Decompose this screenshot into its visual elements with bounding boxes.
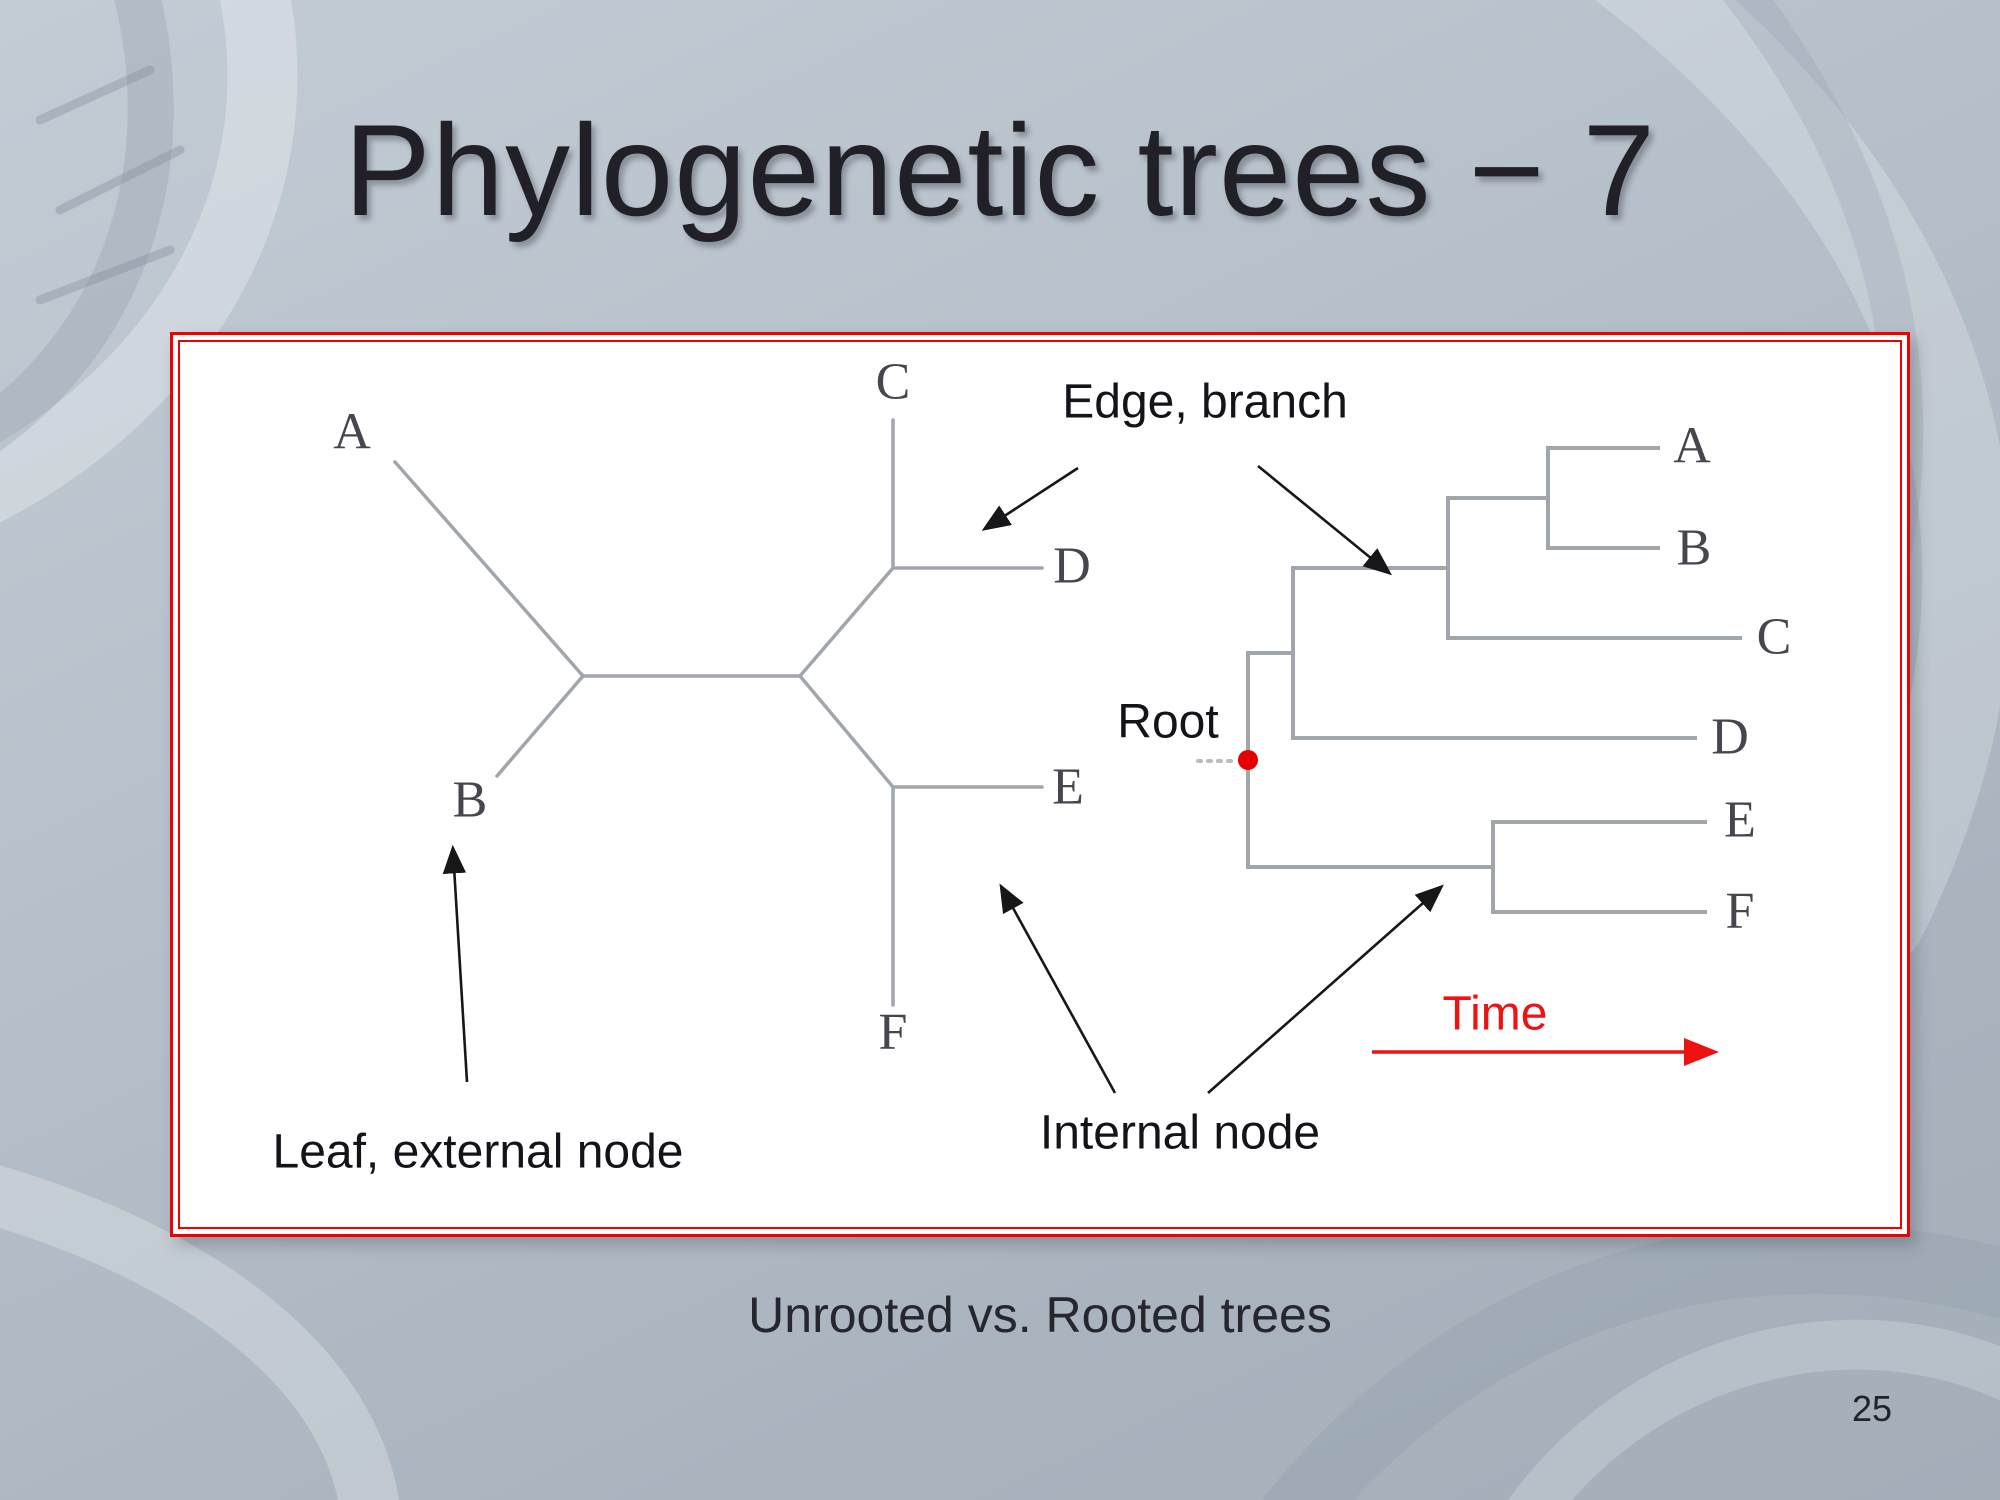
bg-strand [0, 0, 298, 523]
rooted-leaf-label-b: B [1676, 519, 1712, 577]
unrooted-leaf-label-a: A [333, 403, 371, 461]
page-number: 25 [1851, 1388, 1892, 1429]
bg-strand [1594, 0, 2000, 965]
rooted-leaf-label-c: C [1756, 608, 1792, 666]
edge-branch-label: Edge, branch [1062, 375, 1348, 429]
rooted-leaf-label-f: F [1725, 882, 1755, 940]
rooted-leaf-label-d: D [1711, 708, 1749, 766]
bg-strand [1261, 1223, 2000, 1500]
unrooted-leaf-label-d: D [1053, 537, 1091, 595]
bg-strand [1508, 1319, 2000, 1500]
bg-strand [0, 0, 174, 451]
unrooted-leaf-label-f: F [878, 1003, 908, 1061]
bg-rung [35, 245, 175, 305]
unrooted-leaf-label-c: C [875, 353, 911, 411]
bg-rung [55, 145, 185, 215]
rooted-leaf-label-e: E [1724, 791, 1756, 849]
unrooted-leaf-label-e: E [1052, 758, 1084, 816]
unrooted-leaf-label-b: B [452, 771, 488, 829]
root-label: Root [1117, 695, 1219, 749]
internal-node-label: Internal node [1039, 1106, 1321, 1160]
bg-rung [35, 65, 155, 125]
bg-strand [0, 1165, 399, 1500]
slide-caption: Unrooted vs. Rooted trees [748, 1287, 1332, 1343]
time-label: Time [1442, 987, 1548, 1041]
leaf-external-label: Leaf, external node [272, 1125, 684, 1179]
slide-title: Phylogenetic trees − 7 [344, 97, 1656, 243]
diagram-frame [170, 332, 1910, 1237]
rooted-leaf-label-a: A [1673, 417, 1711, 475]
